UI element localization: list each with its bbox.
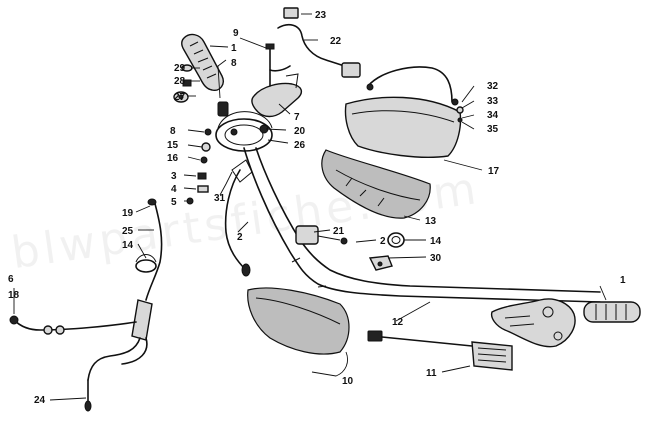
pad-base	[321, 149, 431, 219]
right-grip	[583, 301, 641, 323]
lever-hardware	[173, 64, 193, 103]
callout-12: 12	[392, 317, 404, 328]
callout-26: 26	[294, 140, 306, 151]
ring-14	[387, 232, 405, 248]
callout-1-right: 1	[620, 275, 626, 286]
left-grip	[181, 33, 224, 91]
callout-13: 13	[425, 216, 437, 227]
callout-2-left: 2	[237, 232, 243, 243]
callout-27: 27	[174, 92, 186, 103]
callout-7: 7	[294, 112, 300, 123]
fasteners-left	[186, 128, 212, 205]
callout-16: 16	[167, 153, 179, 164]
leader-lines	[13, 13, 607, 401]
callout-22: 22	[330, 36, 342, 47]
throttle-housing	[490, 298, 576, 348]
callout-25: 25	[122, 226, 134, 237]
callout-14-left: 14	[122, 240, 134, 251]
switch-assembly	[295, 225, 348, 245]
callout-15: 15	[167, 140, 179, 151]
callout-9: 9	[233, 28, 239, 39]
callout-10: 10	[342, 376, 354, 387]
handlebar-pad	[344, 66, 464, 158]
callout-33: 33	[487, 96, 499, 107]
clamp-30	[368, 255, 393, 271]
callout-31: 31	[214, 193, 226, 204]
callout-1-left: 1	[231, 43, 237, 54]
callout-4: 4	[171, 184, 177, 195]
callout-19: 19	[122, 208, 134, 219]
callout-23: 23	[315, 10, 327, 21]
brake-line	[224, 159, 253, 277]
callout-21: 21	[333, 226, 345, 237]
callout-5: 5	[171, 197, 177, 208]
callout-3: 3	[171, 171, 177, 182]
heater-element	[367, 330, 513, 371]
throttle-cable	[9, 198, 163, 412]
callout-11: 11	[426, 368, 437, 379]
callout-34: 34	[487, 110, 499, 121]
callout-32: 32	[487, 81, 499, 92]
callout-18: 18	[8, 290, 20, 301]
bolt-9	[265, 43, 275, 87]
callout-17: 17	[488, 166, 500, 177]
callout-20: 20	[294, 126, 306, 137]
callout-6: 6	[8, 274, 14, 285]
callout-35: 35	[487, 124, 499, 135]
callout-30: 30	[430, 253, 442, 264]
master-cylinder	[215, 101, 273, 152]
switch-harness	[277, 7, 361, 78]
handlebar	[243, 147, 601, 303]
callout-14-right: 14	[430, 236, 442, 247]
callout-2-right: 2	[380, 236, 386, 247]
callout-28: 28	[174, 76, 186, 87]
bar-pad-10	[247, 287, 350, 355]
callout-labels: 23 9 1 22 29 8 28 27 32 33 34 35 7 20 8 …	[8, 10, 626, 406]
callout-8-mid: 8	[170, 126, 176, 137]
callout-8-top: 8	[231, 58, 237, 69]
callout-29: 29	[174, 63, 186, 74]
brake-lever	[251, 65, 303, 118]
callout-24: 24	[34, 395, 46, 406]
